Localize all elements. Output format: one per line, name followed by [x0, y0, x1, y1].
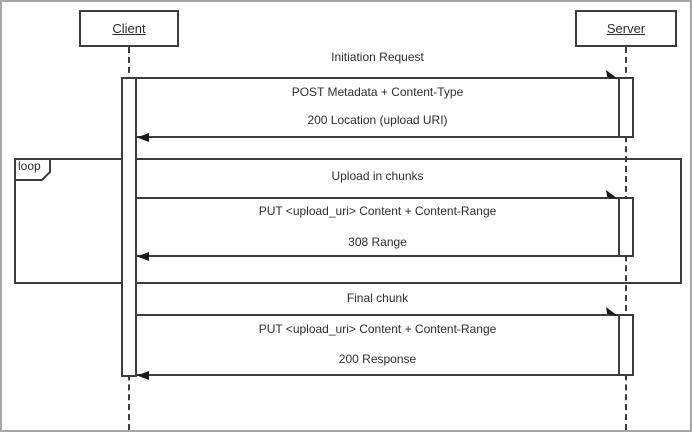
actor-client-label: Client — [112, 21, 146, 36]
loop-tab — [14, 158, 51, 181]
server-activation-bar-3 — [618, 314, 634, 376]
server-activation-bar-2 — [618, 197, 634, 257]
request-line-3 — [137, 314, 618, 316]
response-line-1 — [137, 136, 618, 138]
request-line-2 — [137, 197, 618, 199]
arrowhead-left-icon — [137, 133, 149, 142]
actor-server-label: Server — [606, 21, 646, 36]
loop-label: loop — [18, 159, 41, 173]
arrowhead-right-icon — [606, 190, 618, 199]
request-label-1: POST Metadata + Content-Type — [291, 85, 464, 99]
actor-client: Client — [79, 10, 179, 47]
section-title-initiation: Initiation Request — [331, 50, 424, 64]
arrowhead-left-icon — [137, 371, 149, 380]
response-line-3 — [137, 374, 618, 376]
response-label-2: 308 Range — [348, 235, 407, 249]
request-line-1 — [137, 77, 618, 79]
section-title-final: Final chunk — [346, 291, 409, 305]
request-label-2: PUT <upload_uri> Content + Content-Range — [258, 204, 497, 218]
response-label-3: 200 Response — [338, 352, 417, 366]
request-label-3: PUT <upload_uri> Content + Content-Range — [258, 322, 497, 336]
loop-fragment — [14, 158, 682, 284]
response-line-2 — [137, 255, 618, 257]
server-activation-bar-1 — [618, 77, 634, 138]
arrowhead-right-icon — [606, 70, 618, 79]
actor-server: Server — [575, 10, 677, 47]
section-title-loop: Upload in chunks — [331, 169, 424, 183]
response-label-1: 200 Location (upload URI) — [307, 113, 448, 127]
arrowhead-left-icon — [137, 252, 149, 261]
client-activation-bar — [121, 77, 137, 377]
arrowhead-right-icon — [606, 307, 618, 316]
